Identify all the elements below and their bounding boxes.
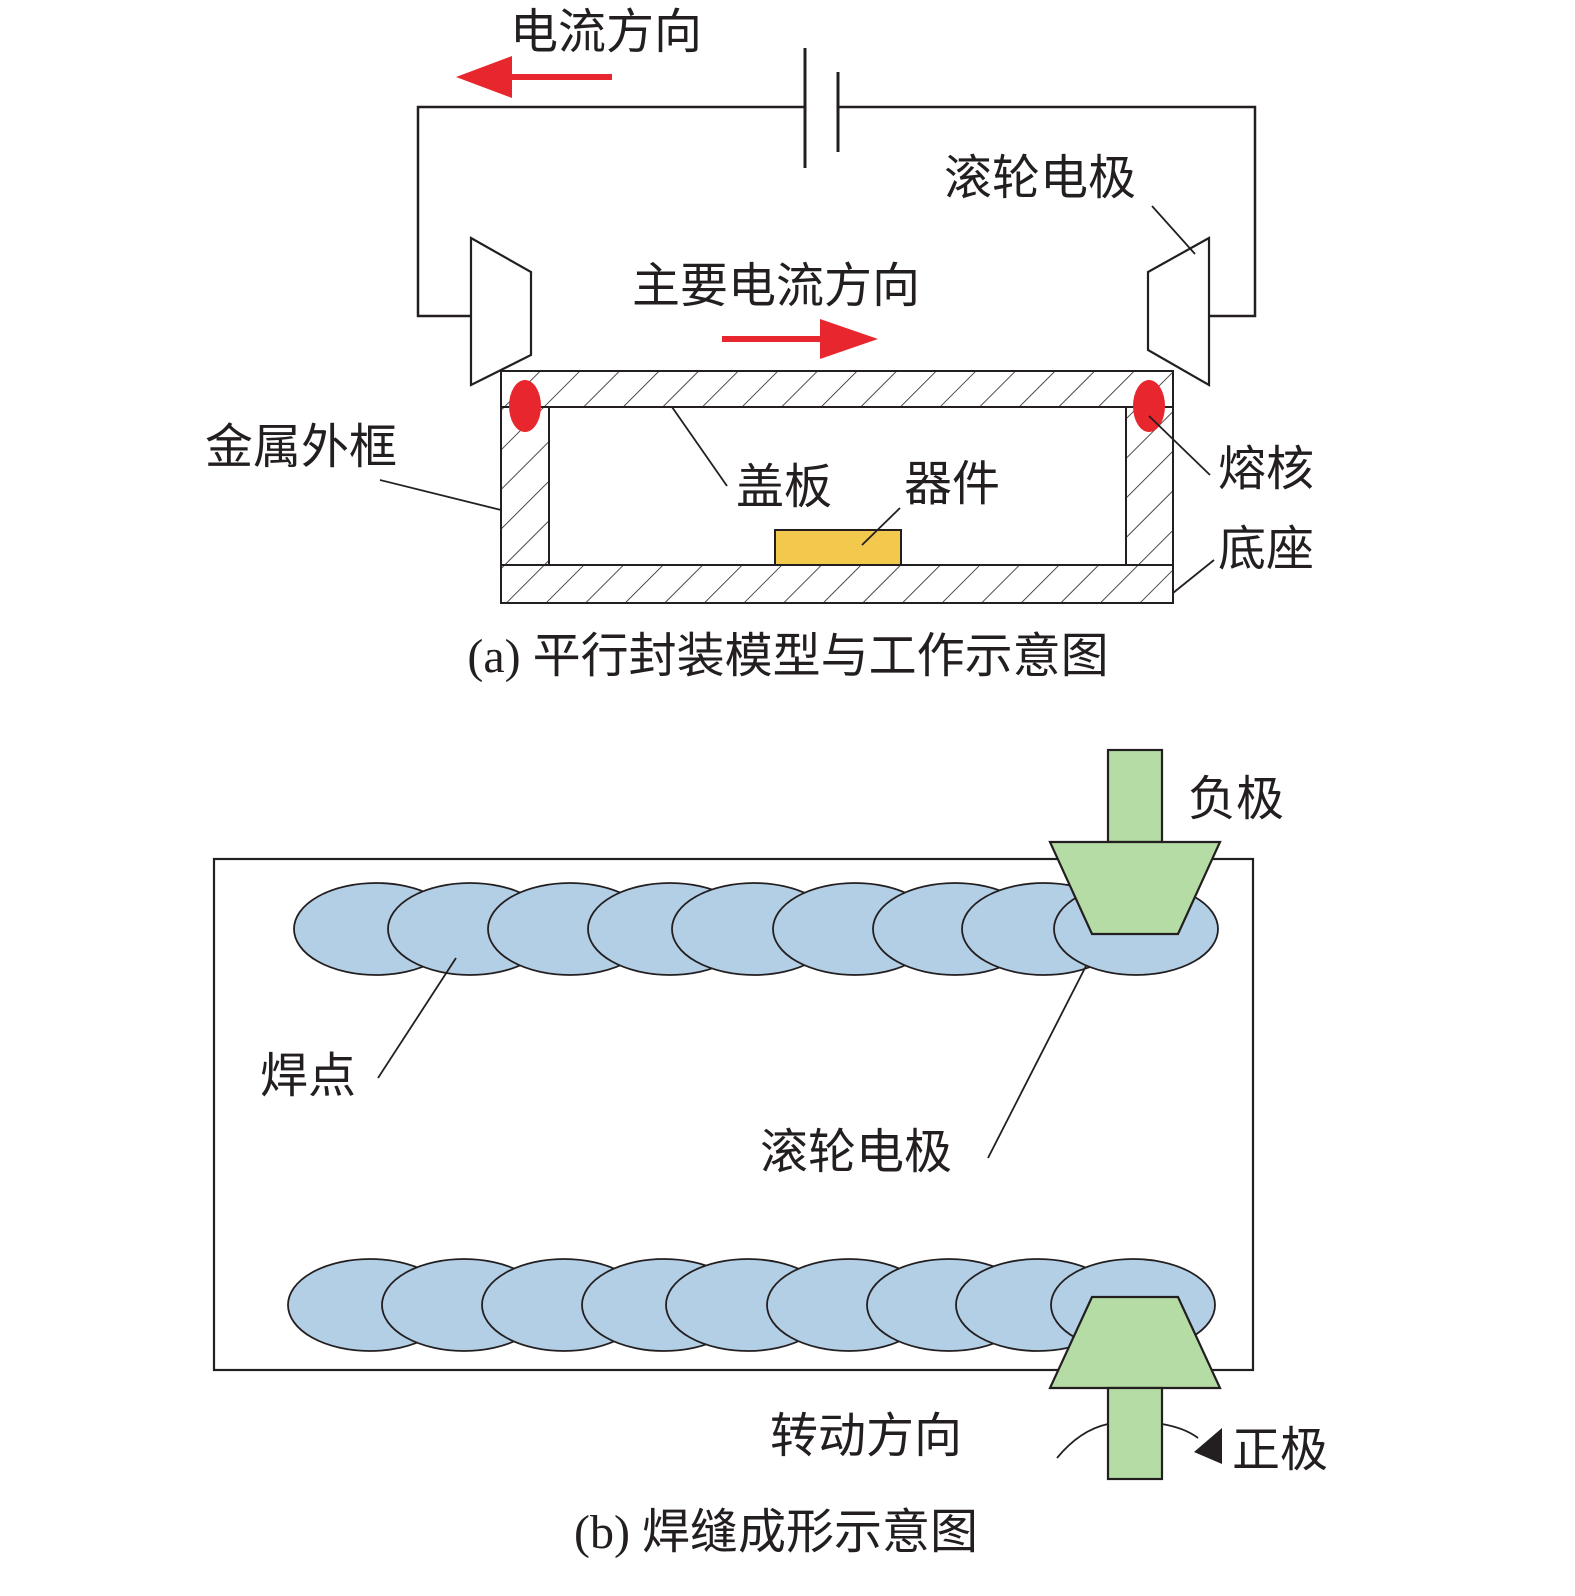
rotation-direction-arrow bbox=[1056, 1423, 1222, 1464]
left-roller-electrode bbox=[469, 236, 533, 387]
weld-seam-bottom bbox=[287, 1258, 1216, 1352]
roller-electrode-leader-a bbox=[1151, 205, 1196, 255]
main-current-direction-arrow bbox=[722, 319, 878, 359]
weld-spot-leader bbox=[377, 957, 457, 1079]
base-leader bbox=[1172, 559, 1215, 594]
device-label: 器件 bbox=[904, 456, 1000, 512]
battery-symbol bbox=[803, 48, 840, 168]
roller-electrode-leader-b bbox=[987, 965, 1087, 1159]
panel-a: 电流方向 滚轮电极 主要电流方向 bbox=[205, 4, 1314, 683]
panel-b: 负极 正极 转动方向 焊点 滚轮电极 (b) 焊缝成形示意图 bbox=[212, 748, 1328, 1559]
cover-plate-label: 盖板 bbox=[736, 459, 832, 515]
negative-electrode-label: 负极 bbox=[1188, 771, 1284, 827]
current-direction-arrow bbox=[456, 56, 612, 98]
cover-plate-leader bbox=[671, 406, 728, 487]
base-label: 底座 bbox=[1218, 521, 1314, 577]
nugget-leader bbox=[1148, 415, 1211, 476]
roller-electrode-label-a: 滚轮电极 bbox=[944, 150, 1136, 206]
device-leader bbox=[861, 507, 901, 546]
device bbox=[774, 529, 902, 566]
metal-frame-leader bbox=[379, 479, 502, 511]
package-model bbox=[500, 370, 1174, 604]
right-roller-electrode bbox=[1146, 236, 1211, 387]
caption-a: (a) 平行封装模型与工作示意图 bbox=[467, 630, 1108, 683]
negative-roller-electrode bbox=[1048, 748, 1222, 936]
caption-b: (b) 焊缝成形示意图 bbox=[574, 1506, 978, 1559]
right-nugget bbox=[1133, 380, 1165, 432]
base bbox=[500, 564, 1174, 604]
nugget-label: 熔核 bbox=[1218, 441, 1314, 497]
rotation-direction-label: 转动方向 bbox=[770, 1408, 962, 1464]
cover-plate bbox=[500, 370, 1174, 408]
positive-roller-electrode bbox=[1048, 1295, 1222, 1481]
weld-spot-label: 焊点 bbox=[260, 1048, 356, 1104]
roller-electrode-label-b: 滚轮电极 bbox=[760, 1124, 952, 1180]
current-direction-label: 电流方向 bbox=[510, 4, 702, 60]
circuit-wire bbox=[416, 105, 1257, 318]
positive-electrode-label: 正极 bbox=[1232, 1422, 1328, 1478]
main-current-direction-label: 主要电流方向 bbox=[632, 258, 920, 314]
left-nugget bbox=[509, 380, 541, 432]
metal-frame-label: 金属外框 bbox=[205, 419, 397, 475]
